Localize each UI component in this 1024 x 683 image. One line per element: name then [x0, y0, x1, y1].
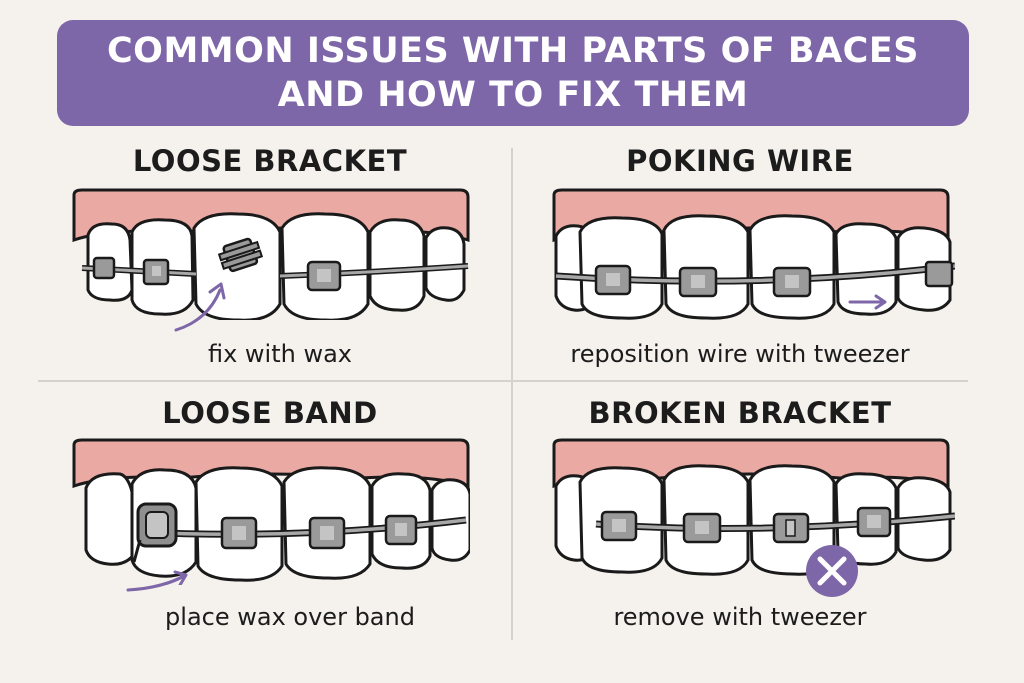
horizontal-divider: [38, 380, 968, 382]
bracket: [152, 266, 161, 276]
bracket: [695, 521, 709, 534]
panel-loose-band: [72, 438, 470, 585]
loose-band: [132, 539, 142, 563]
panel-caption-loose-bracket: fix with wax: [207, 340, 353, 368]
panel-title-loose-bracket: LOOSE BRACKET: [132, 144, 408, 178]
panel-caption-loose-band: place wax over band: [165, 603, 415, 631]
tooth: [424, 226, 466, 302]
panel-broken-bracket: [552, 438, 955, 576]
banner-title-line-2: AND HOW TO FIX THEM: [277, 75, 749, 115]
bracket: [612, 519, 626, 532]
bracket: [317, 269, 331, 282]
arrow-icon: [208, 282, 226, 300]
archwire: [279, 264, 469, 278]
bracket: [924, 260, 954, 288]
banner-title-line-1: COMMON ISSUES WITH PARTS OF BACES: [107, 31, 919, 71]
archwire: [139, 518, 467, 537]
bracket: [232, 526, 246, 540]
broken-bracket: [785, 519, 796, 537]
close-icon: [806, 545, 858, 597]
bracket: [691, 275, 705, 288]
panel-loose-bracket: [72, 188, 470, 320]
tooth: [368, 218, 426, 312]
title-banner: COMMON ISSUES WITH PARTS OF BACES AND HO…: [57, 20, 969, 126]
panel-title-poking-wire: POKING WIRE: [626, 144, 854, 178]
archwire: [595, 514, 955, 531]
panel-title-broken-bracket: BROKEN BRACKET: [588, 396, 892, 430]
bracket: [320, 526, 334, 540]
bracket: [606, 273, 620, 286]
tooth: [834, 222, 898, 316]
loose-band: [145, 511, 169, 539]
arrow-icon: [173, 570, 188, 585]
panel-caption-broken-bracket: remove with tweezer: [613, 603, 867, 631]
bracket: [395, 523, 407, 536]
vertical-divider: [511, 148, 513, 640]
arrow-icon: [174, 288, 222, 332]
tooth: [84, 472, 136, 566]
bracket: [867, 515, 881, 528]
panel-poking-wire: [552, 188, 955, 320]
arrow-icon: [126, 574, 186, 592]
panel-caption-poking-wire: reposition wire with tweezer: [570, 340, 910, 368]
bracket: [92, 256, 116, 280]
arrow-icon: [874, 294, 887, 310]
bracket: [785, 275, 799, 288]
panel-title-loose-band: LOOSE BAND: [162, 396, 378, 430]
loose-bracket: [217, 237, 264, 273]
